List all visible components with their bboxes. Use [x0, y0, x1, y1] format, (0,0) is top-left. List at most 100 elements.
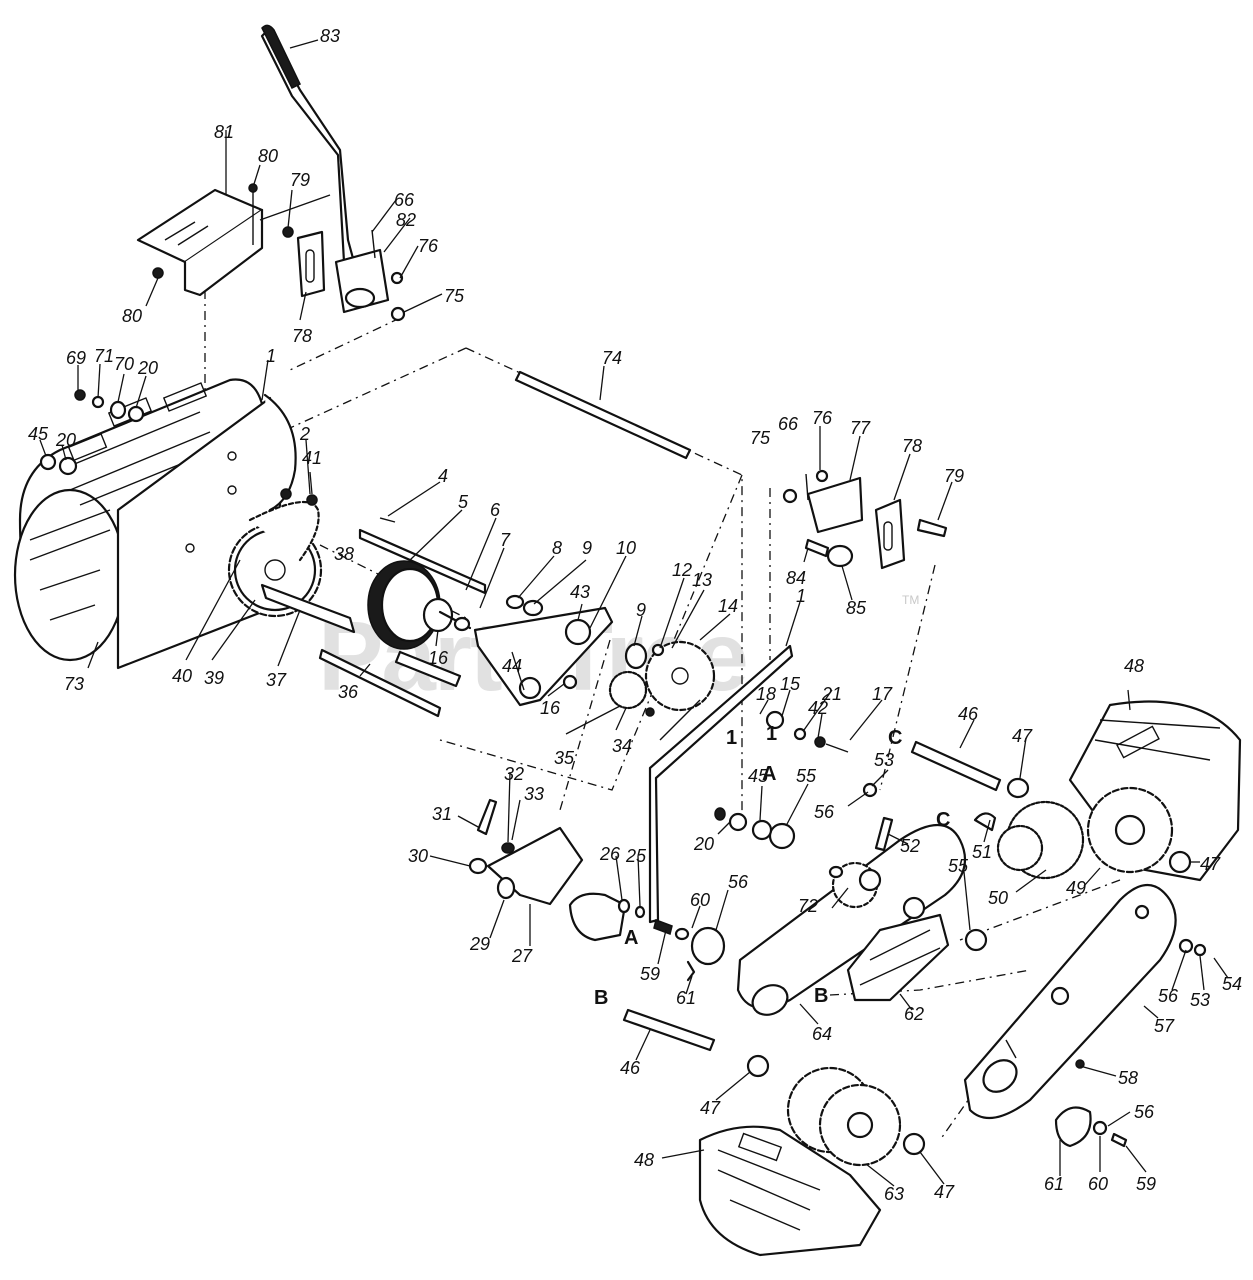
- callout-36: 36: [338, 682, 359, 702]
- callout-6: 6: [490, 500, 501, 520]
- callout-4: 4: [438, 466, 448, 486]
- callout-54: 54: [1222, 974, 1242, 994]
- callout-27: 27: [511, 946, 533, 966]
- callout-45: 45: [28, 424, 49, 444]
- callout-40: 40: [172, 666, 192, 686]
- callout-55b: 55: [948, 856, 969, 876]
- callout-84: 84: [786, 568, 806, 588]
- callout-47b: 47: [1200, 854, 1221, 874]
- right-upper-tine: [910, 700, 1242, 882]
- callout-80b: 80: [122, 306, 142, 326]
- callout-39: 39: [204, 668, 224, 688]
- callout-55: 55: [796, 766, 817, 786]
- callout-76b: 76: [812, 408, 833, 428]
- callout-49: 49: [1066, 878, 1086, 898]
- callout-56d: 56: [1134, 1102, 1155, 1122]
- axle-37: [260, 583, 356, 634]
- callout-79b: 79: [944, 466, 964, 486]
- ref-mark-c: C: [888, 727, 902, 749]
- callout-61: 61: [676, 988, 696, 1008]
- callout-51: 51: [972, 842, 992, 862]
- shaft-36: [318, 648, 442, 718]
- callout-78: 78: [292, 326, 312, 346]
- callout-46: 46: [958, 704, 979, 724]
- shift-fork-assembly: [468, 798, 726, 982]
- callout-66: 66: [394, 190, 415, 210]
- callout-8: 8: [552, 538, 562, 558]
- callout-81: 81: [214, 122, 234, 142]
- callout-82: 82: [396, 210, 416, 230]
- shaft-46a: [910, 740, 1002, 792]
- callout-16: 16: [428, 648, 449, 668]
- callout-1: 1: [266, 346, 276, 366]
- callout-25: 25: [625, 846, 647, 866]
- callout-18: 18: [756, 684, 776, 704]
- callout-9: 9: [582, 538, 592, 558]
- callout-60: 60: [690, 890, 710, 910]
- callout-77: 77: [850, 418, 871, 438]
- callout-70: 70: [114, 354, 134, 374]
- callout-45b: 45: [748, 766, 769, 786]
- callout-56: 56: [814, 802, 835, 822]
- callout-47: 47: [1012, 726, 1033, 746]
- callout-75b: 75: [750, 428, 771, 448]
- right-case: [963, 884, 1207, 1148]
- callout-33: 33: [524, 784, 544, 804]
- callout-12: 12: [672, 560, 692, 580]
- callout-53: 53: [874, 750, 894, 770]
- transmission-assembly: [358, 370, 716, 717]
- ref-mark-a: A: [624, 927, 638, 949]
- callout-74: 74: [602, 348, 622, 368]
- watermark-trademark: TM: [902, 593, 919, 607]
- callout-48: 48: [1124, 656, 1144, 676]
- callout-58: 58: [1118, 1068, 1138, 1088]
- center-support: [648, 644, 849, 924]
- callout-83: 83: [320, 26, 340, 46]
- callout-59: 59: [640, 964, 660, 984]
- callout-29: 29: [469, 934, 490, 954]
- callout-57: 57: [1154, 1016, 1175, 1036]
- callout-48b: 48: [634, 1150, 654, 1170]
- callout-20c: 20: [693, 834, 714, 854]
- callout-69: 69: [66, 348, 86, 368]
- callout-labels: 83 81 80 79 66 82 76 75 80 78 69 71 70 2…: [28, 26, 1242, 1204]
- right-bracket-assembly: [782, 469, 948, 570]
- callout-14: 14: [718, 596, 738, 616]
- lever-grip: [261, 24, 301, 90]
- transmission-case: [714, 782, 988, 1016]
- callout-59b: 59: [1136, 1174, 1156, 1194]
- reference-marks: A A B B C C 1 1: [594, 723, 950, 1009]
- callout-42: 42: [808, 698, 828, 718]
- shaft-74: [514, 370, 692, 460]
- callout-46b: 46: [620, 1058, 641, 1078]
- callout-72: 72: [798, 896, 818, 916]
- callout-52: 52: [900, 836, 920, 856]
- callout-15: 15: [780, 674, 801, 694]
- callout-47c: 47: [700, 1098, 721, 1118]
- callout-61b: 61: [1044, 1174, 1064, 1194]
- callout-76: 76: [418, 236, 439, 256]
- callout-43: 43: [570, 582, 590, 602]
- callout-85: 85: [846, 598, 867, 618]
- callout-47d: 47: [934, 1182, 955, 1202]
- callout-9b: 9: [636, 600, 646, 620]
- assembly-lines: [204, 290, 1121, 1141]
- drive-sprocket: [227, 488, 442, 718]
- callout-75: 75: [444, 286, 465, 306]
- callout-56b: 56: [728, 872, 749, 892]
- callout-80: 80: [258, 146, 278, 166]
- callout-60b: 60: [1088, 1174, 1108, 1194]
- callout-26: 26: [599, 844, 621, 864]
- callout-44: 44: [502, 656, 522, 676]
- callout-2: 2: [299, 424, 310, 444]
- left-tine-drum: [13, 378, 297, 670]
- callout-64: 64: [812, 1024, 832, 1044]
- callout-16b: 16: [540, 698, 561, 718]
- callout-5: 5: [458, 492, 469, 512]
- callout-35: 35: [554, 748, 575, 768]
- callout-37: 37: [266, 670, 287, 690]
- callout-71: 71: [94, 346, 114, 366]
- ref-mark-1: 1: [766, 723, 777, 745]
- callout-79: 79: [290, 170, 310, 190]
